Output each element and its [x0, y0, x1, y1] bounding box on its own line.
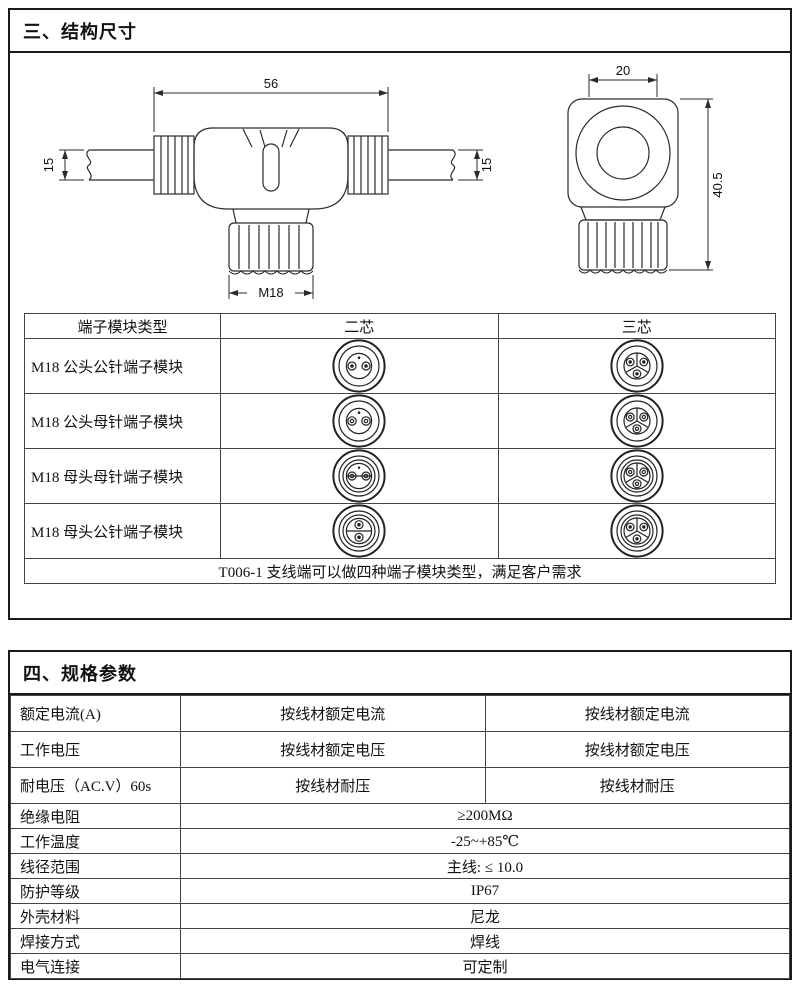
module-table-header-row: 端子模块类型 二芯 三芯	[24, 313, 776, 339]
module-row-label: M18 公头母针端子模块	[24, 393, 221, 449]
spec-value: 按线材额定电压	[484, 731, 790, 768]
spec-label: 耐电压（AC.V）60s	[10, 767, 181, 804]
spec-label: 额定电流(A)	[10, 695, 181, 732]
spec-label: 焊接方式	[10, 928, 181, 954]
spec-value: IP67	[180, 878, 790, 904]
table-row-female-male: M18 母头公针端子模块	[24, 503, 776, 559]
spec-value: ≥200MΩ	[180, 803, 790, 829]
spec-value: -25~+85℃	[180, 828, 790, 854]
table-row-male-female: M18 公头母针端子模块	[24, 393, 776, 449]
dimension-lines	[59, 87, 483, 299]
connector-face-female-male-2core-icon	[332, 504, 386, 558]
spec-row-insulation-resistance: 绝缘电阻 ≥200MΩ	[10, 803, 790, 829]
spec-row-electrical-connection: 电气连接 可定制	[10, 953, 790, 979]
col-header-2core: 二芯	[220, 313, 499, 339]
spec-row-welding-method: 焊接方式 焊线	[10, 928, 790, 954]
side-view-drawing: 20 40.5	[567, 63, 725, 274]
module-row-label: M18 母头母针端子模块	[24, 448, 221, 504]
spec-row-withstand-voltage: 耐电压（AC.V）60s 按线材耐压 按线材耐压	[10, 767, 790, 804]
right-cable	[388, 149, 453, 181]
spec-value: 主线: ≤ 10.0	[180, 853, 790, 879]
col-header-3core: 三芯	[497, 313, 776, 339]
spec-label: 工作温度	[10, 828, 181, 854]
connector-face-female-male-3core-icon	[610, 504, 664, 558]
spec-row-housing-material: 外壳材料 尼龙	[10, 903, 790, 929]
col-header-module-type: 端子模块类型	[24, 313, 221, 339]
dim-label-cable-left: 15	[41, 158, 56, 172]
spec-label: 防护等级	[10, 878, 181, 904]
center-hub	[193, 127, 349, 210]
spec-value: 按线材额定电压	[180, 731, 486, 768]
dim-label-thread: M18	[258, 285, 283, 300]
module-row-label: M18 公头公针端子模块	[24, 338, 221, 394]
spec-value: 按线材耐压	[484, 767, 790, 804]
spec-value: 尼龙	[180, 903, 790, 929]
spec-label: 线径范围	[10, 853, 181, 879]
dimension-lines	[588, 74, 713, 271]
dimension-drawings: 56 15 15 M18 20	[10, 53, 790, 311]
left-cable	[89, 149, 154, 181]
connector-face-female-female-2core-icon	[332, 449, 386, 503]
dim-label-side-width: 20	[616, 63, 630, 78]
front-view-drawing: 56 15 15 M18	[41, 76, 494, 300]
spec-row-protection-rating: 防护等级 IP67	[10, 878, 790, 904]
module-table-footer-row: T006-1 支线端可以做四种端子模块类型，满足客户需求	[24, 558, 776, 584]
branch-nut	[228, 222, 314, 272]
spec-value: 按线材额定电流	[180, 695, 486, 732]
spec-section: 四、规格参数 额定电流(A) 按线材额定电流 按线材额定电流 工作电压 按线材额…	[8, 650, 792, 980]
spec-value: 按线材额定电流	[484, 695, 790, 732]
dim-label-side-height: 40.5	[710, 172, 725, 197]
side-nut	[578, 219, 668, 271]
table-row-male-male: M18 公头公针端子模块	[24, 338, 776, 394]
side-body	[567, 98, 679, 208]
terminal-module-table: 端子模块类型 二芯 三芯 M18 公头公针端子模块	[24, 313, 776, 584]
spec-label: 电气连接	[10, 953, 181, 979]
module-row-label: M18 母头公针端子模块	[24, 503, 221, 559]
spec-row-wire-diameter: 线径范围 主线: ≤ 10.0	[10, 853, 790, 879]
spec-row-working-temperature: 工作温度 -25~+85℃	[10, 828, 790, 854]
spec-section-title: 四、规格参数	[10, 652, 790, 695]
spec-value: 焊线	[180, 928, 790, 954]
spec-value: 可定制	[180, 953, 790, 979]
connector-face-male-male-3core-icon	[610, 339, 664, 393]
connector-face-male-female-3core-icon	[610, 394, 664, 448]
spec-label: 外壳材料	[10, 903, 181, 929]
table-row-female-female: M18 母头母针端子模块	[24, 448, 776, 504]
connector-face-female-female-3core-icon	[610, 449, 664, 503]
dim-label-cable-right: 15	[479, 158, 494, 172]
dim-label-width: 56	[264, 76, 278, 91]
spec-label: 工作电压	[10, 731, 181, 768]
connector-face-male-female-2core-icon	[332, 394, 386, 448]
spec-label: 绝缘电阻	[10, 803, 181, 829]
dimension-arrows	[62, 90, 480, 296]
structure-section-title: 三、结构尺寸	[10, 10, 790, 53]
connector-face-male-male-2core-icon	[332, 339, 386, 393]
module-table-note: T006-1 支线端可以做四种端子模块类型，满足客户需求	[24, 558, 776, 584]
structure-section: 三、结构尺寸	[8, 8, 792, 620]
spec-row-rated-current: 额定电流(A) 按线材额定电流 按线材额定电流	[10, 695, 790, 732]
spec-value: 按线材耐压	[180, 767, 486, 804]
dimension-arrows	[589, 77, 711, 270]
spec-table: 额定电流(A) 按线材额定电流 按线材额定电流 工作电压 按线材额定电压 按线材…	[10, 695, 790, 979]
spec-row-working-voltage: 工作电压 按线材额定电压 按线材额定电压	[10, 731, 790, 768]
